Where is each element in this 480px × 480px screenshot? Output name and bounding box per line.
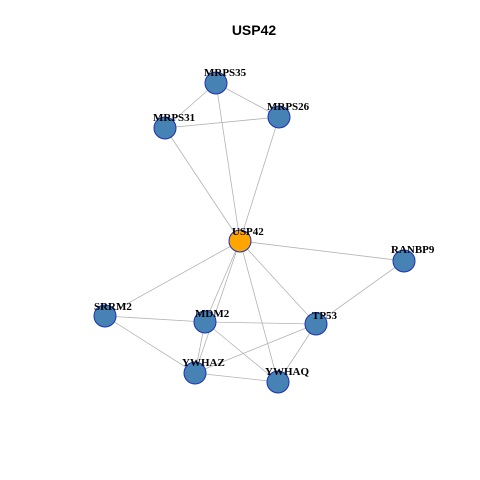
edge-srrm2-mdm2 xyxy=(104,315,206,323)
node-ywhaq xyxy=(266,370,290,394)
node-usp42 xyxy=(228,229,252,253)
node-mrps26 xyxy=(267,105,291,129)
edge-mrps35-mrps26 xyxy=(215,82,280,118)
node-label-srrm2: SRRM2 xyxy=(94,301,132,313)
node-label-ywhaz: YWHAZ xyxy=(182,357,225,369)
edge-mrps31-usp42 xyxy=(164,127,241,242)
node-label-mrps26: MRPS26 xyxy=(267,101,310,113)
node-label-tp53: TP53 xyxy=(312,310,338,322)
node-label-mrps35: MRPS35 xyxy=(204,67,247,79)
edge-usp42-ywhaq xyxy=(239,240,279,383)
node-mrps35 xyxy=(204,71,228,95)
node-layer xyxy=(93,71,416,394)
edge-usp42-ywhaz xyxy=(194,240,241,374)
edge-mrps35-usp42 xyxy=(215,82,241,242)
edge-usp42-tp53 xyxy=(239,240,317,325)
edge-mdm2-tp53 xyxy=(204,321,317,325)
node-mdm2 xyxy=(193,310,217,334)
edge-layer xyxy=(104,82,405,383)
node-srrm2 xyxy=(93,304,117,328)
graph-title: USP42 xyxy=(232,22,277,38)
node-label-mrps31: MRPS31 xyxy=(153,112,195,124)
node-label-usp42: USP42 xyxy=(232,226,264,238)
node-label-ranbp9: RANBP9 xyxy=(391,244,435,256)
edge-usp42-srrm2 xyxy=(104,240,241,317)
node-label-mdm2: MDM2 xyxy=(195,308,230,320)
edge-usp42-ranbp9 xyxy=(239,240,405,262)
edge-ranbp9-tp53 xyxy=(315,260,405,325)
edge-usp42-mdm2 xyxy=(204,240,241,323)
node-ranbp9 xyxy=(392,249,416,273)
edge-srrm2-ywhaz xyxy=(104,315,196,374)
node-label-ywhaq: YWHAQ xyxy=(265,366,309,378)
edge-mrps26-usp42 xyxy=(239,116,280,242)
node-ywhaz xyxy=(183,361,207,385)
node-tp53 xyxy=(304,312,328,336)
edge-ywhaz-ywhaq xyxy=(194,372,279,383)
node-mrps31 xyxy=(153,116,177,140)
edge-tp53-ywhaz xyxy=(194,323,317,374)
edge-tp53-ywhaq xyxy=(277,323,317,383)
edge-mdm2-ywhaq xyxy=(204,321,279,383)
